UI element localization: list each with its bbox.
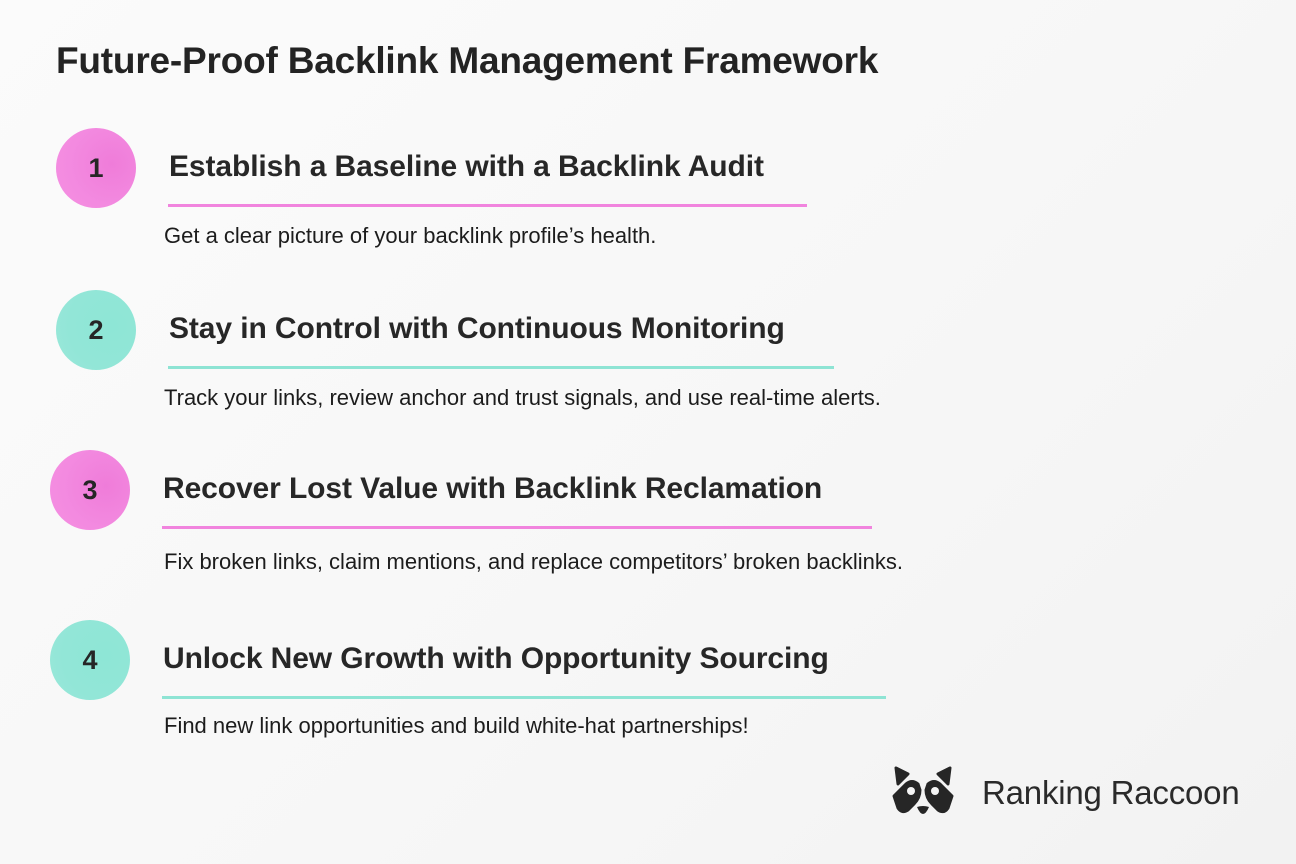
step-description: Fix broken links, claim mentions, and re… <box>164 549 903 574</box>
step-description: Find new link opportunities and build wh… <box>164 713 749 738</box>
step-number-badge: 4 <box>50 620 130 700</box>
step-underline <box>162 696 886 699</box>
brand-logo: Ranking Raccoon <box>890 764 1240 821</box>
raccoon-face-icon <box>890 764 956 821</box>
step-heading: Unlock New Growth with Opportunity Sourc… <box>163 642 829 675</box>
step-number-badge: 3 <box>50 450 130 530</box>
step-number-badge: 2 <box>56 290 136 370</box>
step-heading: Recover Lost Value with Backlink Reclama… <box>163 472 823 505</box>
step-underline <box>168 204 807 207</box>
step-heading: Establish a Baseline with a Backlink Aud… <box>169 150 764 183</box>
step-heading: Stay in Control with Continuous Monitori… <box>169 312 785 345</box>
step-description: Get a clear picture of your backlink pro… <box>164 223 657 248</box>
page-title: Future-Proof Backlink Management Framewo… <box>56 40 879 81</box>
step-underline <box>162 526 872 529</box>
step-number-badge: 1 <box>56 128 136 208</box>
step-description: Track your links, review anchor and trus… <box>164 385 881 410</box>
brand-name: Ranking Raccoon <box>982 773 1240 811</box>
step-underline <box>168 366 834 369</box>
